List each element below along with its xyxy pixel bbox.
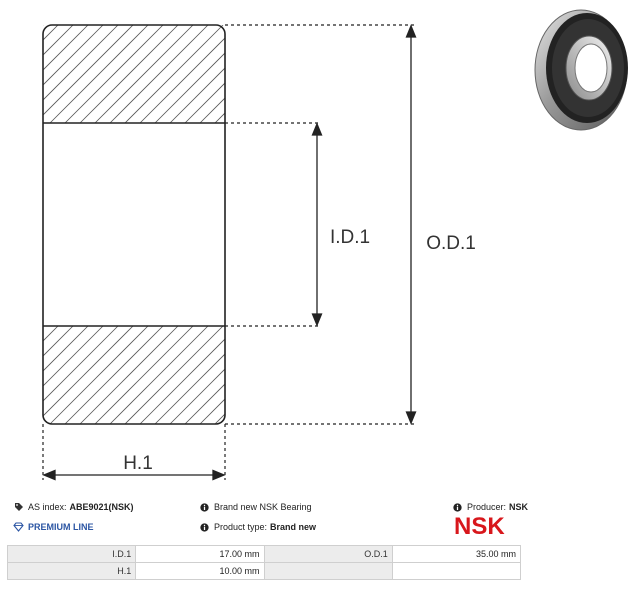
spec-label: H.1 bbox=[6, 562, 137, 580]
product-type-value: Brand new bbox=[270, 522, 317, 532]
spec-value: 35.00 mm bbox=[391, 545, 522, 563]
spec-value bbox=[391, 562, 522, 580]
table-row: H.1 10.00 mm bbox=[6, 562, 522, 580]
table-row: I.D.1 17.00 mm O.D.1 35.00 mm bbox=[6, 545, 522, 563]
info-icon bbox=[199, 522, 210, 533]
product-type-label: Product type: bbox=[214, 522, 268, 532]
premium-line: PREMIUM LINE bbox=[13, 521, 94, 533]
specification-table: I.D.1 17.00 mm O.D.1 35.00 mm H.1 10.00 … bbox=[6, 545, 522, 580]
inner-diameter-label: I.D.1 bbox=[330, 227, 370, 248]
spec-value: 17.00 mm bbox=[135, 545, 265, 563]
spec-value: 10.00 mm bbox=[135, 562, 265, 580]
spec-label bbox=[263, 562, 393, 580]
extension-lines bbox=[42, 24, 414, 480]
as-index: AS index: ABE9021(NSK) bbox=[13, 501, 134, 513]
producer: Producer: NSK bbox=[452, 501, 528, 513]
product-type: Product type: Brand new bbox=[199, 521, 316, 533]
brand-new-info: Brand new NSK Bearing bbox=[199, 501, 312, 513]
dimension-arrows bbox=[42, 24, 417, 481]
tag-icon bbox=[13, 502, 24, 513]
spec-label: O.D.1 bbox=[263, 545, 393, 563]
info-icon bbox=[199, 502, 210, 513]
bearing-outline bbox=[42, 24, 226, 425]
height-label: H.1 bbox=[123, 453, 153, 474]
diamond-icon bbox=[13, 522, 24, 533]
outer-diameter-label: O.D.1 bbox=[426, 233, 476, 254]
outer-ring-hatching bbox=[43, 25, 225, 123]
premium-line-label: PREMIUM LINE bbox=[28, 522, 94, 532]
as-index-value: ABE9021(NSK) bbox=[69, 502, 134, 512]
info-icon bbox=[452, 502, 463, 513]
as-index-label: AS index: bbox=[28, 502, 67, 512]
bearing-dimension-diagram: I.D.1 O.D.1 H.1 bbox=[42, 24, 476, 481]
producer-value: NSK bbox=[509, 502, 529, 512]
nsk-logo: NSK bbox=[454, 513, 505, 540]
spec-label: I.D.1 bbox=[6, 545, 137, 563]
inner-ring-hatching bbox=[43, 326, 225, 424]
brand-new-label: Brand new NSK Bearing bbox=[214, 502, 312, 512]
producer-label: Producer: bbox=[467, 502, 507, 512]
bearing-photo-icon bbox=[534, 9, 628, 131]
